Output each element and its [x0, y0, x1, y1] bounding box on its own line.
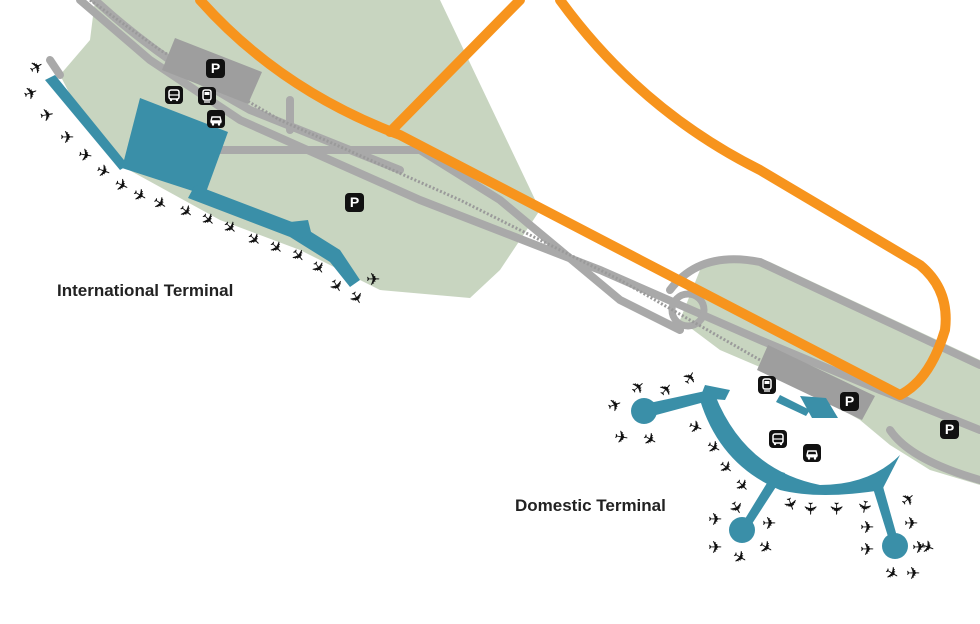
airplane-icon: ✈: [60, 128, 75, 148]
bus-icon: [769, 430, 787, 448]
parking-sign-icon: P: [840, 392, 859, 411]
international-terminal-label: International Terminal: [57, 281, 234, 300]
parking-sign-icon: P: [345, 193, 364, 212]
domestic-terminal-label: Domestic Terminal: [515, 496, 666, 515]
international-terminal: [45, 75, 360, 287]
parking-sign-icon: P: [206, 59, 225, 78]
bus-icon: [165, 86, 183, 104]
airplane-icon: ✈: [708, 538, 723, 558]
airplane-icon: ✈: [852, 497, 875, 516]
airplane-icon: ✈: [825, 501, 846, 516]
train-icon: [198, 87, 216, 105]
airplane-icon: ✈: [906, 564, 921, 584]
train-icon: [758, 376, 776, 394]
airplane-icon: ✈: [708, 510, 723, 530]
airplane-icon: ✈: [860, 540, 875, 560]
airplane-icon: ✈: [860, 518, 875, 538]
car-rental-icon: [207, 110, 225, 128]
airplane-icon: ✈: [799, 501, 820, 516]
airplane-icon: ✈: [912, 538, 927, 558]
parking-sign-icon: P: [940, 420, 959, 439]
highway: [195, 0, 951, 400]
airplane-icon: ✈: [38, 104, 56, 128]
airplane-icon: ✈: [76, 144, 94, 168]
airplane-icon: ✈: [366, 270, 381, 290]
airplane-icon: ✈: [612, 426, 630, 450]
domestic-terminal: [631, 385, 908, 559]
airplane-icon: ✈: [904, 514, 919, 534]
airplane-icon: ✈: [762, 514, 777, 534]
car-rental-icon: [803, 444, 821, 462]
